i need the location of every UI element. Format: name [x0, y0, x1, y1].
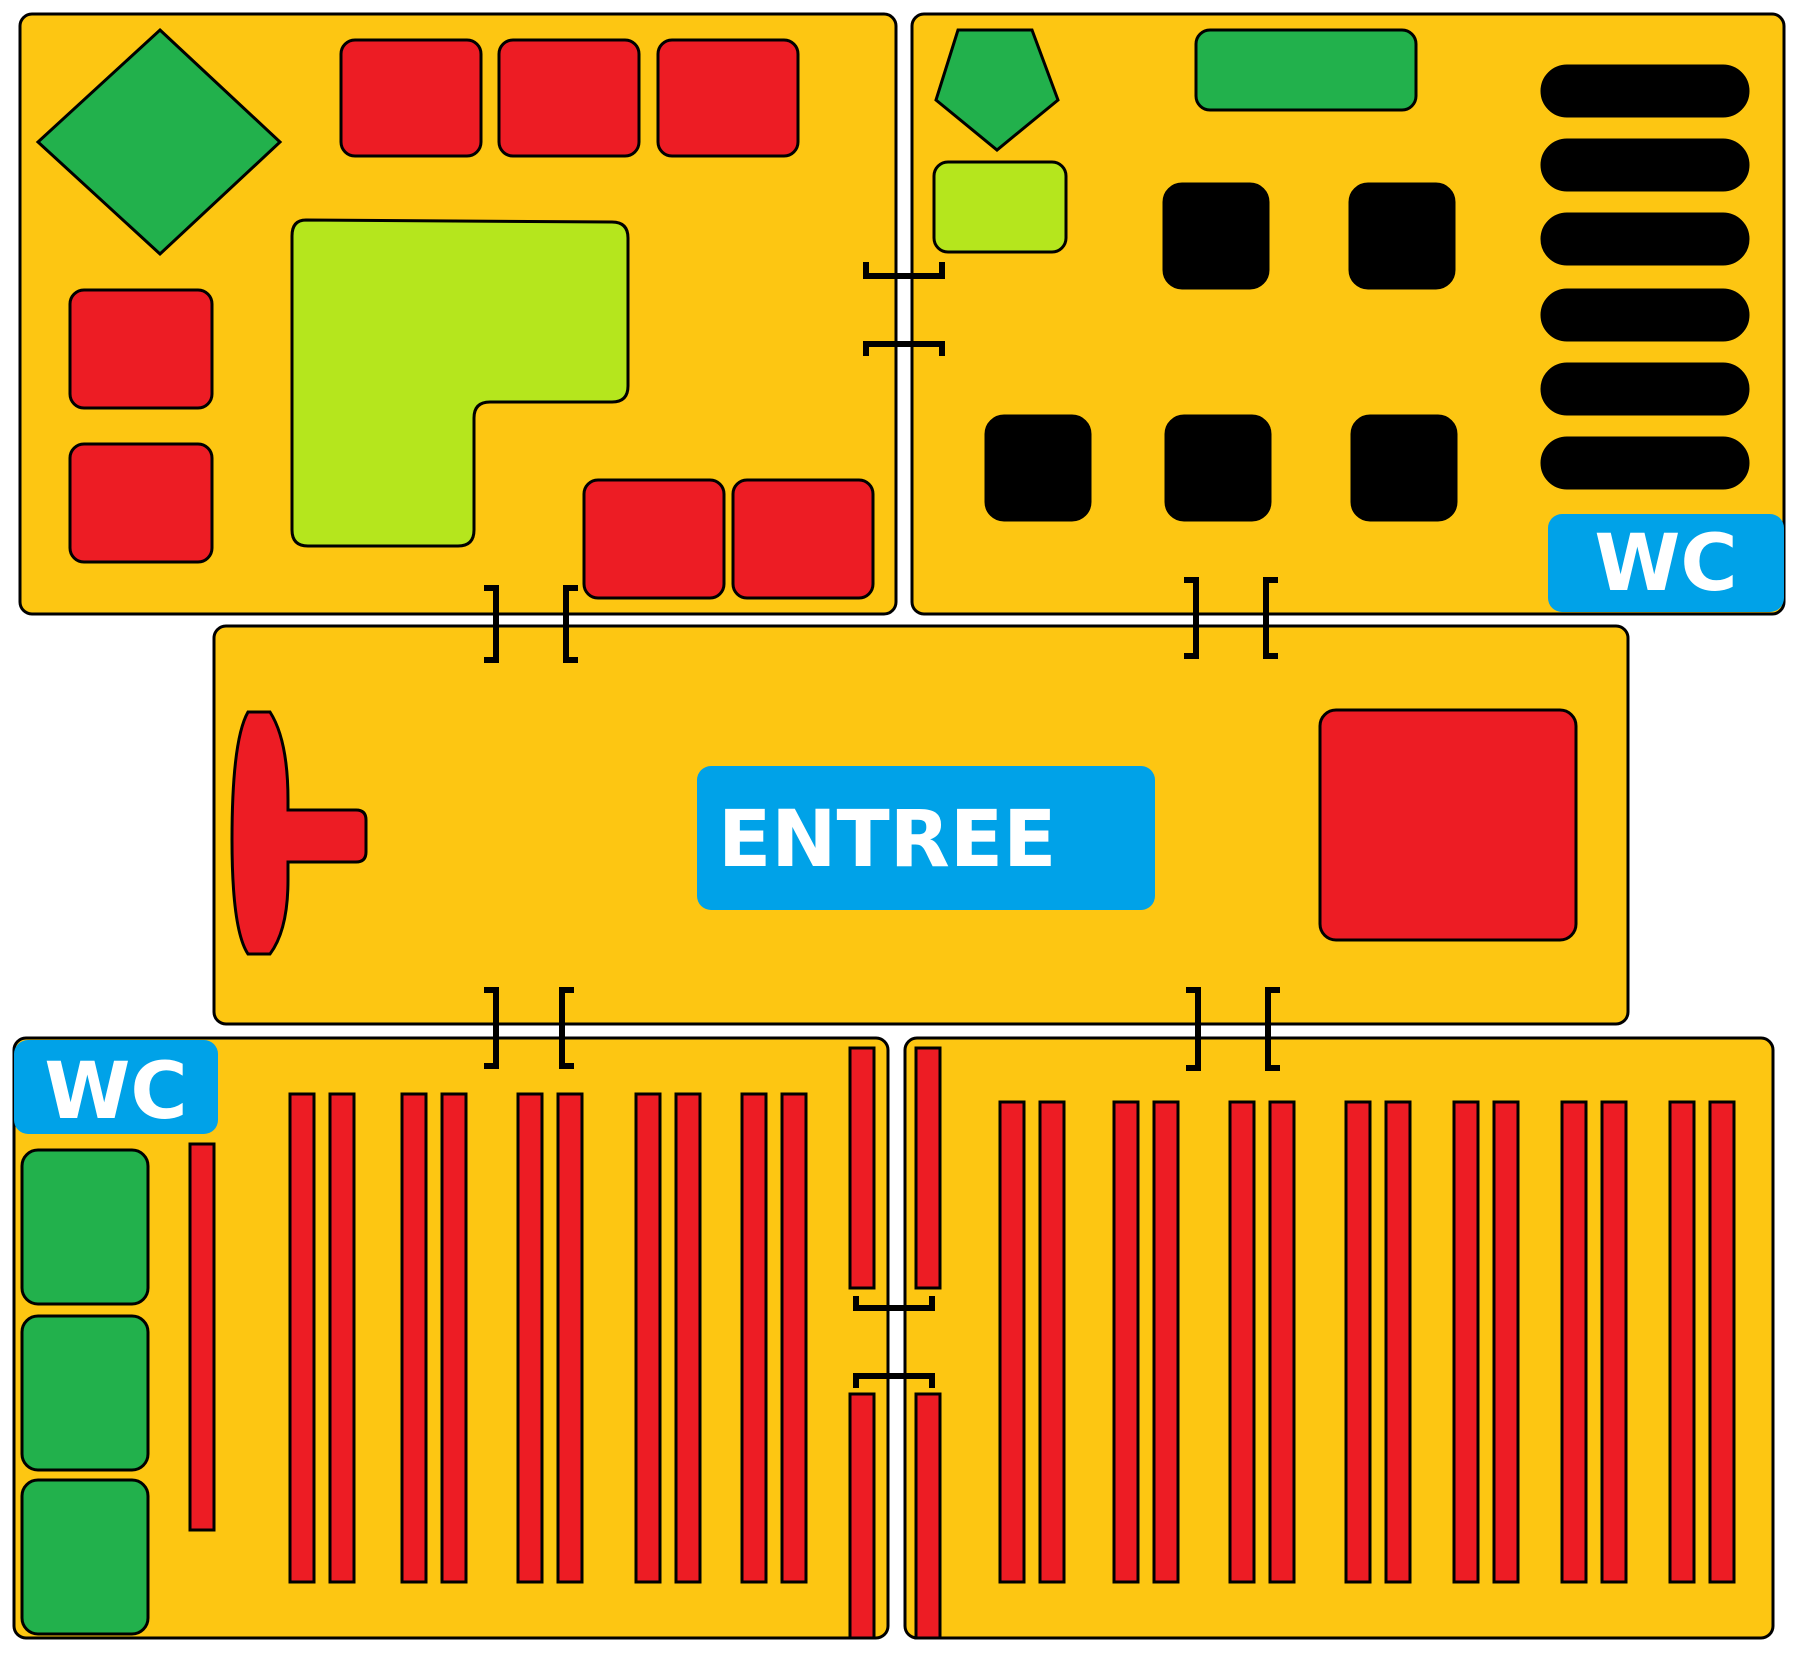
rack-bl-6	[556, 1092, 584, 1584]
rack-bl-10	[780, 1092, 808, 1584]
rack-br-9	[1452, 1100, 1480, 1584]
doorway-br-entrance-left	[1186, 987, 1201, 1071]
rack-bl-7	[634, 1092, 662, 1584]
wc-label-top-right: WC	[1594, 519, 1737, 609]
rack-br-7	[1344, 1100, 1372, 1584]
rack-bl-1	[288, 1092, 316, 1584]
rack-br-5	[1228, 1100, 1256, 1584]
rack-side	[188, 1142, 216, 1532]
table-2	[1348, 182, 1456, 290]
rack-divider-right-top	[914, 1046, 942, 1290]
table-3	[984, 414, 1092, 522]
bench-3	[1540, 212, 1750, 266]
doorway-tr-entrance-left	[1184, 577, 1199, 659]
rack-br-12	[1600, 1100, 1628, 1584]
rack-br-6	[1268, 1100, 1296, 1584]
rack-br-14	[1708, 1100, 1736, 1584]
bench-5	[1540, 362, 1750, 416]
counter-lime	[932, 160, 1068, 254]
bench-2	[1540, 138, 1750, 192]
rack-divider-right-bottom	[914, 1392, 942, 1640]
doorway-tl-entrance-left	[484, 585, 499, 663]
rack-br-8	[1384, 1100, 1412, 1584]
doorway-bl-entrance-right	[559, 987, 574, 1069]
rack-divider-left-bottom	[848, 1392, 876, 1640]
entrance-counter	[1318, 708, 1578, 942]
shelf-left-2	[68, 442, 214, 564]
rack-divider-left-top	[848, 1046, 876, 1290]
doorway-bl-entrance-left	[484, 987, 499, 1069]
counter-green	[1194, 28, 1418, 112]
rack-br-3	[1112, 1100, 1140, 1584]
doorway-br-entrance-right	[1265, 987, 1280, 1071]
room-bottom-right	[903, 1036, 1775, 1640]
shelf-top-2	[497, 38, 641, 158]
doorway-tr-entrance-right	[1263, 577, 1278, 659]
wc-badge-bottom-left	[14, 1040, 218, 1134]
bench-6	[1540, 436, 1750, 490]
table-1	[1162, 182, 1270, 290]
entrance-badge	[697, 766, 1155, 910]
rack-br-13	[1668, 1100, 1696, 1584]
shelf-left-1	[68, 288, 214, 410]
rack-bl-2	[328, 1092, 356, 1584]
rack-br-10	[1492, 1100, 1520, 1584]
doorway-top-lower	[863, 341, 945, 356]
table-5	[1350, 414, 1458, 522]
rack-br-4	[1152, 1100, 1180, 1584]
rack-br-2	[1038, 1100, 1066, 1584]
shelf-top-1	[339, 38, 483, 158]
display-diamond	[35, 27, 283, 257]
display-green-3	[20, 1478, 150, 1636]
rack-bl-9	[740, 1092, 768, 1584]
rack-bl-8	[674, 1092, 702, 1584]
wc-badge-top-right	[1548, 514, 1784, 612]
display-green-1	[20, 1148, 150, 1306]
rack-bl-4	[440, 1092, 468, 1584]
shelf-top-3	[656, 38, 800, 158]
doorway-top-upper	[863, 262, 945, 279]
doorway-bottom-lower	[853, 1373, 935, 1388]
bench-1	[1540, 64, 1750, 118]
doorway-tl-entrance-right	[563, 585, 578, 663]
rack-br-11	[1560, 1100, 1588, 1584]
entrance-label: ENTREE	[718, 795, 1056, 885]
display-green-2	[20, 1314, 150, 1472]
reception-desk	[230, 710, 368, 956]
bench-4	[1540, 288, 1750, 342]
wc-label-bottom-left: WC	[44, 1047, 187, 1137]
doorway-bottom-upper	[853, 1296, 935, 1311]
display-pentagon	[934, 28, 1060, 152]
shelf-bottom-2	[731, 478, 875, 600]
shelf-bottom-1	[582, 478, 726, 600]
l-shaped-counter	[290, 218, 630, 548]
table-4	[1164, 414, 1272, 522]
rack-br-1	[998, 1100, 1026, 1584]
rack-bl-5	[516, 1092, 544, 1584]
rack-bl-3	[400, 1092, 428, 1584]
